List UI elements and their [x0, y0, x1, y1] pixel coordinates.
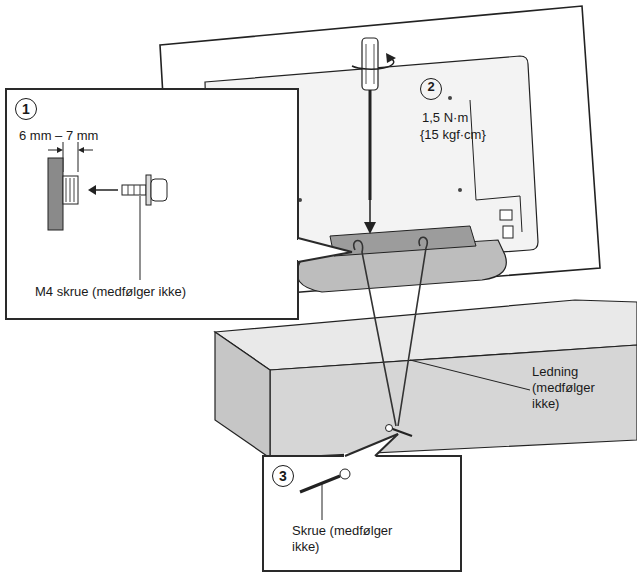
thread — [128, 185, 129, 195]
dimension-tick — [63, 142, 64, 172]
part-name: Ledning (medfølger ikke) — [532, 364, 612, 412]
screwdriver-shaft — [369, 90, 372, 200]
callout-pointer-edge — [345, 434, 398, 456]
callout-pointer-edge — [298, 252, 352, 262]
table-front — [270, 345, 637, 458]
direction-arrow — [369, 200, 371, 224]
arrow-head — [386, 53, 396, 63]
dimension: 6 mm – 7 mm — [19, 128, 98, 144]
leader-line — [410, 360, 530, 390]
callout-number: 2 — [420, 78, 442, 100]
border-gap — [296, 240, 301, 260]
panel-ridge — [470, 100, 522, 232]
thread — [134, 185, 135, 195]
cord — [398, 237, 427, 426]
callout-number: 1 — [15, 98, 37, 120]
screw-shaft — [300, 476, 340, 492]
terminal — [503, 226, 513, 238]
insert-arrow — [94, 189, 118, 191]
wall-screw — [390, 428, 412, 436]
callout-box: 3Skrue (medfølger ikke) — [262, 455, 462, 572]
callout-pointer-edge — [298, 238, 352, 252]
callout-pointer-edge — [375, 434, 398, 456]
arrow-head — [57, 147, 63, 153]
dimension-line — [81, 150, 93, 151]
stand-bracket — [330, 226, 476, 256]
leader-line — [140, 196, 141, 280]
thread — [140, 185, 141, 195]
table-side — [215, 332, 270, 458]
wall-screw-head — [386, 425, 393, 432]
callout-number: 3 — [272, 465, 294, 487]
threaded-insert — [63, 176, 78, 204]
part-name: Skrue (medfølger ikke) — [292, 523, 417, 555]
part-name: M4 skrue (medfølger ikke) — [35, 284, 186, 300]
terminal — [500, 210, 512, 220]
panel-section — [48, 158, 63, 230]
cord — [354, 241, 396, 427]
m4-screw-head — [151, 179, 167, 201]
torque-value: 1,5 N·m — [422, 110, 468, 126]
m4-screw-shaft — [122, 185, 146, 195]
screw-head — [340, 469, 350, 479]
callout-pointer — [298, 238, 352, 262]
arrow-head — [364, 222, 376, 234]
border-gap — [344, 453, 376, 458]
mount-hole — [458, 188, 462, 192]
dimension-tick — [78, 142, 79, 172]
leader-line — [322, 484, 323, 520]
thread — [70, 178, 71, 202]
screwdriver-handle — [362, 38, 378, 90]
mount-hole — [448, 96, 452, 100]
callout-pointer — [345, 434, 398, 456]
arrow-head — [78, 147, 84, 153]
handle-grip — [374, 44, 375, 84]
dimension-line — [48, 150, 60, 151]
thread — [74, 178, 75, 202]
arrow-head — [88, 185, 96, 195]
washer — [146, 175, 151, 205]
torque-value: {15 kgf·cm} — [420, 127, 486, 143]
callout-box: 1 6 mm – 7 mm M4 skrue (medfølger ikke) — [5, 88, 299, 320]
handle-grip — [366, 44, 367, 84]
thread — [66, 178, 67, 202]
